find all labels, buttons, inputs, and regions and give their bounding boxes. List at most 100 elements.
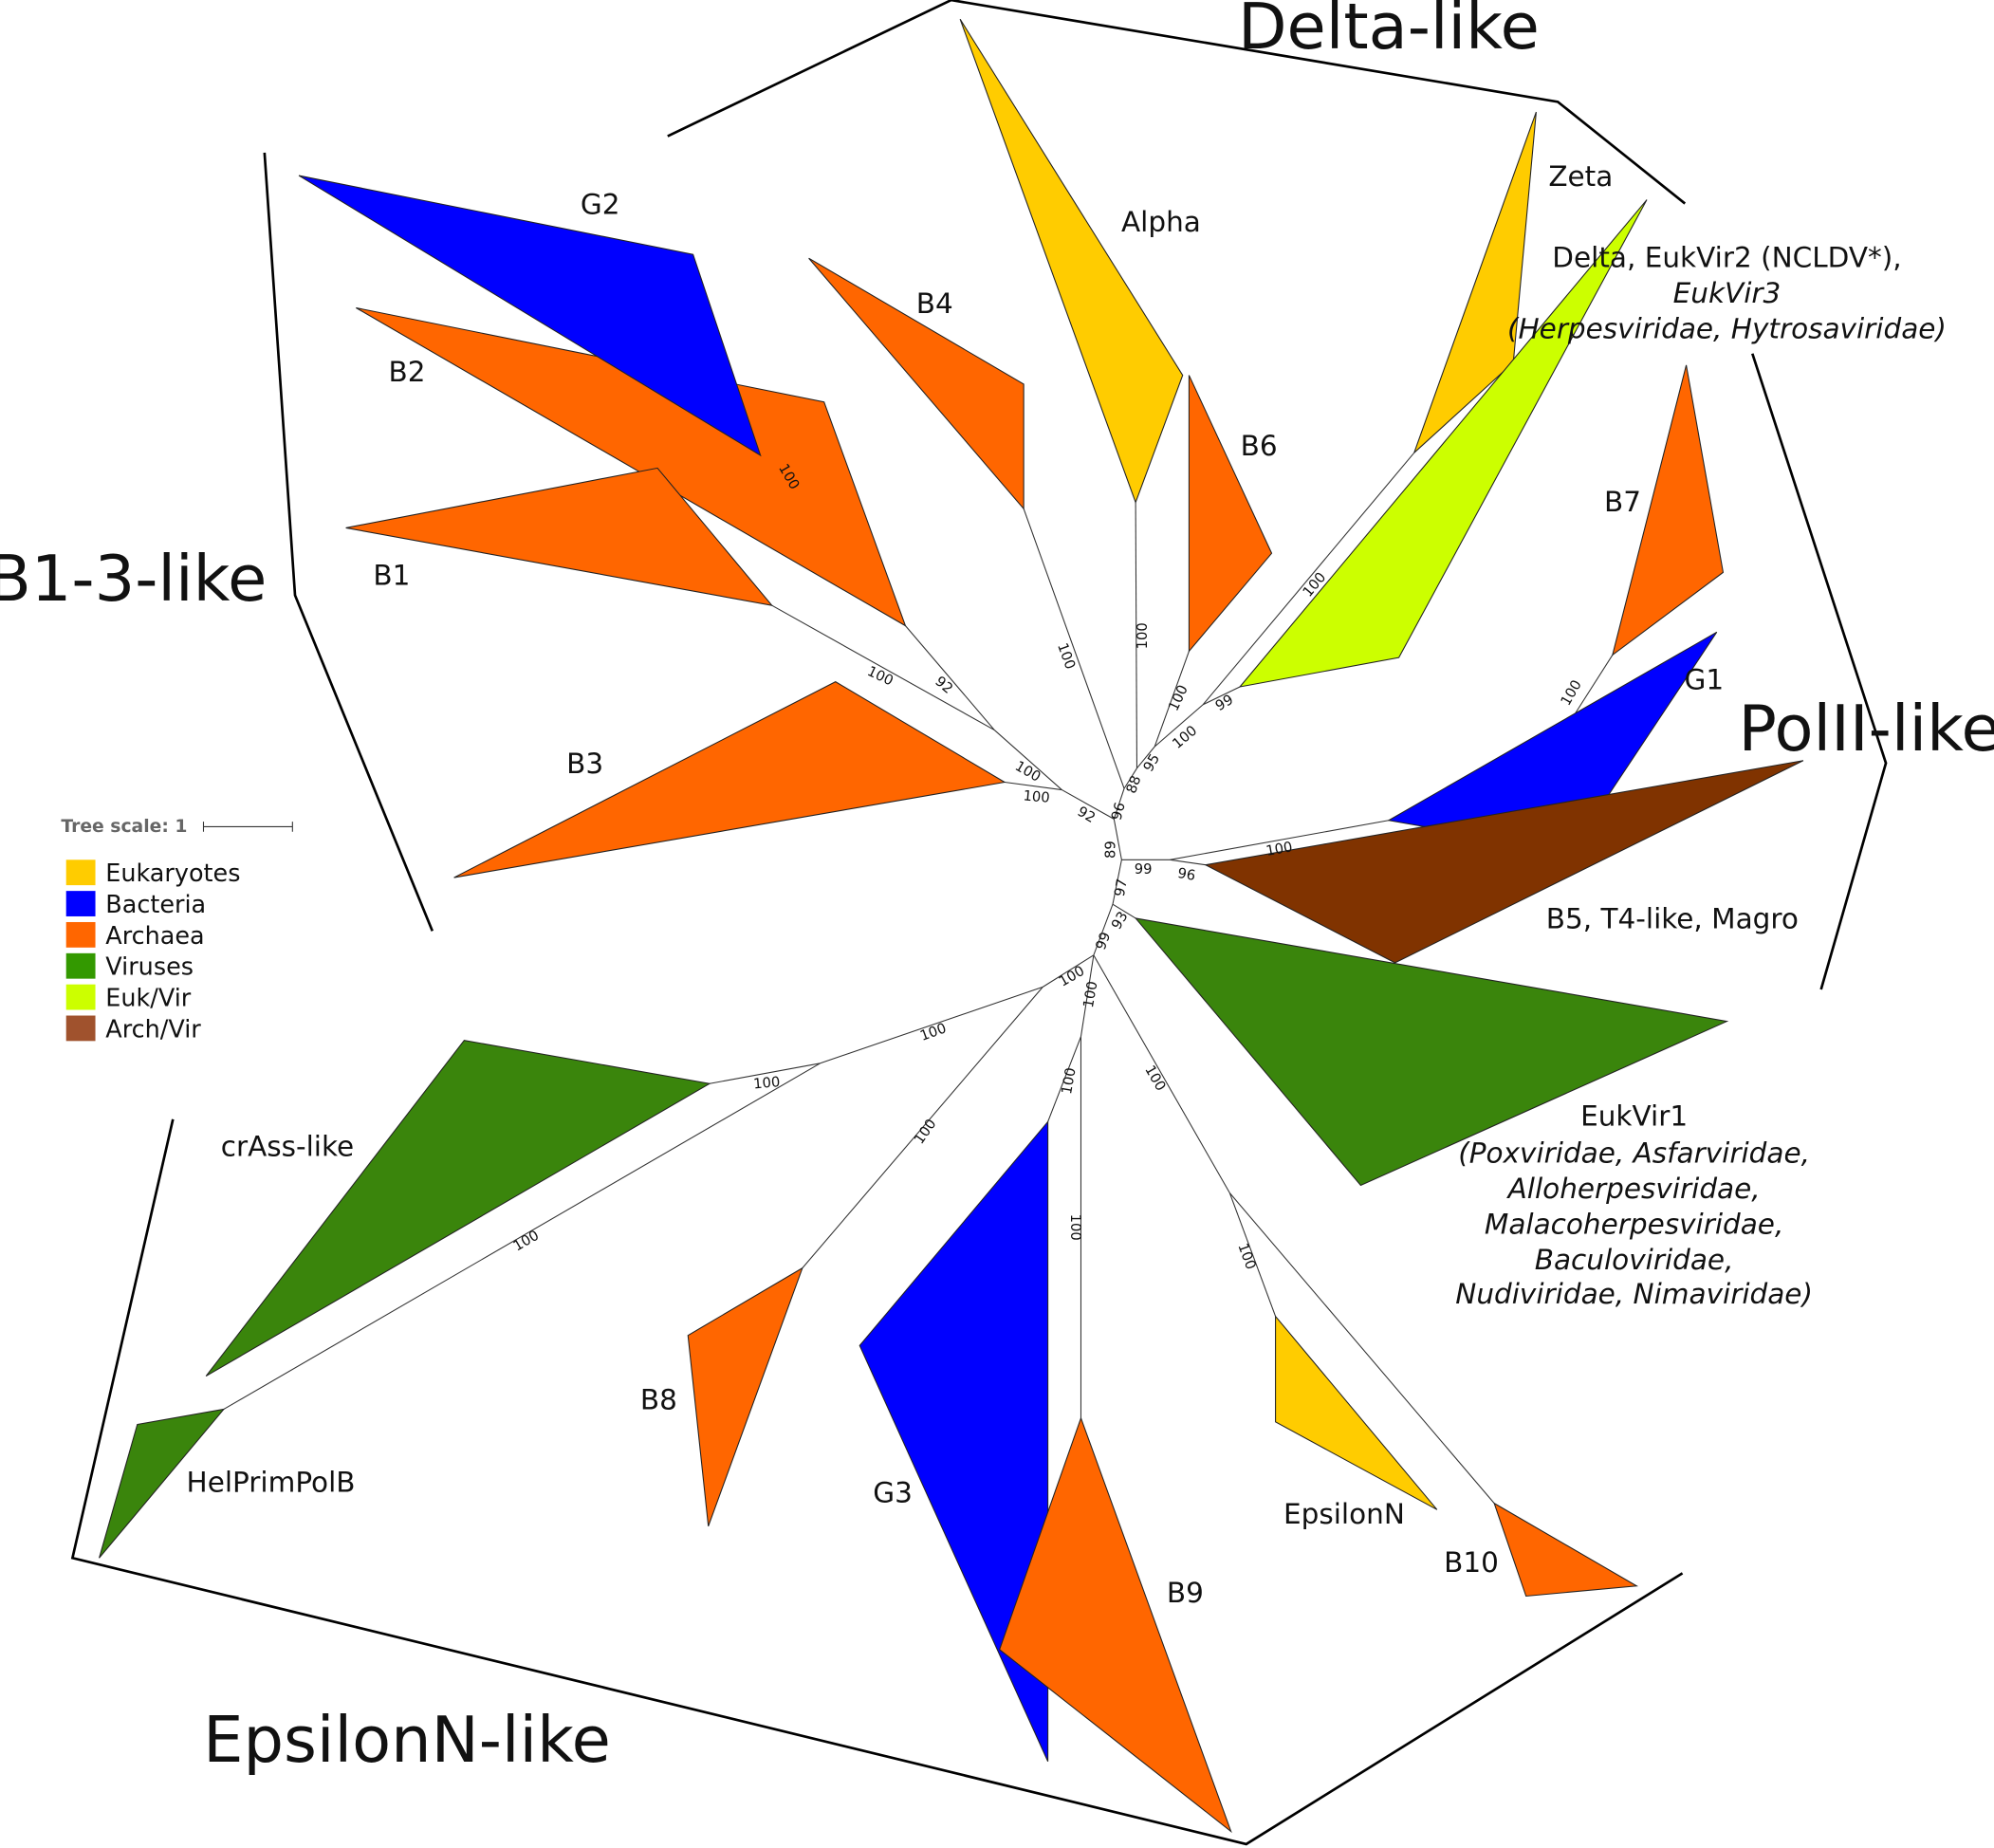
clade-b8 xyxy=(687,1266,803,1526)
group-bracket xyxy=(263,152,434,932)
clade-label: Alpha xyxy=(1121,206,1201,238)
bootstrap-value: 100 xyxy=(911,1117,939,1148)
group-bracket xyxy=(1751,353,1888,990)
clade-label: B10 xyxy=(1444,1546,1499,1579)
tree-branch xyxy=(1113,788,1125,820)
tree-branch xyxy=(1023,508,1125,789)
tree-branch xyxy=(1136,746,1155,769)
bootstrap-value: 99 xyxy=(1093,930,1114,952)
bootstrap-value: 100 xyxy=(1170,723,1200,752)
eukvir1-label-2: (Poxviridae, Asfarviridae, xyxy=(1458,1137,1810,1169)
legend-swatch xyxy=(65,1015,96,1042)
bootstrap-value: 100 xyxy=(1012,758,1043,785)
clade-label: B6 xyxy=(1241,430,1278,462)
tree-branch xyxy=(1154,704,1204,748)
tree-branch xyxy=(1080,954,1095,1037)
group-label-polii-like: PolII-like xyxy=(1739,692,1994,766)
tree-branch xyxy=(771,604,995,731)
clade-label: B8 xyxy=(640,1383,677,1415)
group-bracket xyxy=(667,0,1687,205)
bootstrap-value: 96 xyxy=(1176,865,1196,884)
clade-label: HelPrimPolB xyxy=(187,1467,356,1499)
clade-label: B1 xyxy=(373,560,410,592)
legend-swatch xyxy=(65,891,96,916)
clade-label: G3 xyxy=(873,1476,913,1508)
legend-label: Bacteria xyxy=(105,891,206,919)
clade-g2 xyxy=(298,175,762,457)
tree-branch xyxy=(1228,1192,1495,1504)
tree-branches xyxy=(223,452,1614,1504)
clade-label: B4 xyxy=(916,287,953,320)
clade-g3 xyxy=(859,1119,1049,1762)
bootstrap-value: 100 xyxy=(918,1020,949,1044)
tree-branch xyxy=(1062,789,1115,820)
legend-label: Eukaryotes xyxy=(105,859,240,888)
tree-branch xyxy=(1093,904,1114,956)
bootstrap-value: 100 xyxy=(1135,622,1151,649)
bootstrap-value: 100 xyxy=(1166,683,1191,714)
tree-branch xyxy=(709,1063,821,1084)
clade-epsilonn xyxy=(1275,1315,1438,1510)
bootstrap-value: 99 xyxy=(1135,861,1153,878)
tree-branch xyxy=(820,986,1043,1064)
bootstrap-value: 100 xyxy=(865,663,896,689)
tree-branch xyxy=(1202,452,1415,706)
clade-label: G2 xyxy=(581,188,620,220)
tree-branch xyxy=(1042,954,1095,988)
bootstrap-value: 92 xyxy=(932,674,955,697)
bootstrap-value: 100 xyxy=(1056,963,1087,990)
delta-clade-label-3: (Herpesviridae, Hytrosaviridae) xyxy=(1507,313,1947,345)
clade-label: B7 xyxy=(1604,486,1641,518)
clade-label: B3 xyxy=(566,748,603,780)
tree-branch xyxy=(1047,1036,1081,1122)
legend-label: Arch/Vir xyxy=(105,1015,201,1044)
tree-branch xyxy=(1004,781,1062,791)
clade-b10 xyxy=(1493,1502,1639,1598)
tree-branch xyxy=(1112,903,1136,919)
tree-scale-bar xyxy=(202,822,293,832)
legend-swatch xyxy=(65,984,96,1010)
group-label-delta-like: Delta-like xyxy=(1238,0,1540,64)
bootstrap-value: 99 xyxy=(1212,692,1236,714)
clade-label: Zeta xyxy=(1548,160,1613,193)
bootstrap-value: 100 xyxy=(1054,641,1079,672)
clade-label: B5, T4-like, Magro xyxy=(1546,903,1799,935)
collapsed-clades xyxy=(99,18,1804,1834)
bootstrap-value: 100 xyxy=(753,1074,781,1092)
bootstrap-value: 100 xyxy=(1023,787,1050,805)
bootstrap-value: 93 xyxy=(1109,909,1132,933)
tree-branch xyxy=(1135,502,1137,768)
bootstrap-value: 100 xyxy=(1234,1241,1259,1271)
legend: Tree scale: 1 EukaryotesBacteriaArchaeaV… xyxy=(61,817,293,1044)
tree-branch xyxy=(993,730,1062,790)
bootstrap-value: 100 xyxy=(1265,839,1294,859)
legend-label: Euk/Vir xyxy=(105,984,192,1012)
eukvir1-label-6: Nudiviridae, Nimaviridae) xyxy=(1455,1278,1813,1310)
bootstrap-value: 97 xyxy=(1112,878,1131,897)
eukvir1-label-3: Alloherpesviridae, xyxy=(1506,1173,1761,1205)
delta-clade-label-2: EukVir3 xyxy=(1673,277,1782,309)
bootstrap-value: 96 xyxy=(1109,801,1129,822)
tree-branch xyxy=(905,625,995,730)
clade-group-11 xyxy=(1134,917,1729,1187)
bootstrap-value: 100 xyxy=(510,1228,542,1255)
bootstrap-value: 100 xyxy=(1080,980,1101,1009)
clade-alpha xyxy=(959,18,1184,505)
group-label-b1-3-like: B1-3-like xyxy=(0,542,267,616)
legend-swatch xyxy=(65,921,96,948)
clade-b5-t4-like-magro xyxy=(1204,760,1804,964)
clade-helprimpolb xyxy=(99,1408,226,1559)
eukvir1-label-4: Malacoherpesviridae, xyxy=(1485,1208,1783,1240)
clade-b2 xyxy=(356,306,907,627)
delta-clade-label-1: Delta, EukVir2 (NCLDV*), xyxy=(1552,242,1901,274)
clade-label: G1 xyxy=(1685,664,1725,696)
tree-branch xyxy=(1228,1192,1277,1317)
bootstrap-value: 89 xyxy=(1103,841,1119,859)
clade-zeta xyxy=(1413,111,1537,453)
clade-b6 xyxy=(1188,375,1273,653)
tree-branch xyxy=(1112,859,1122,905)
tree-branch xyxy=(1170,820,1389,860)
tree-scale-label: Tree scale: 1 xyxy=(61,817,187,837)
bootstrap-value: 92 xyxy=(1075,804,1099,826)
